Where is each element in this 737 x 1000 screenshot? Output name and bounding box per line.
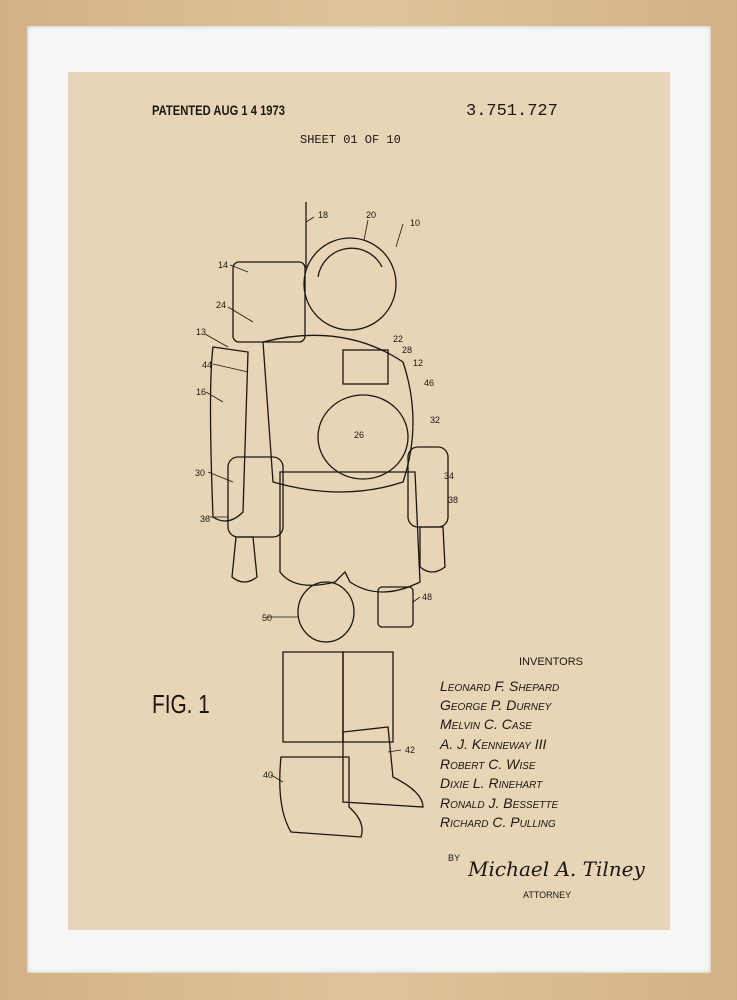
ref-32: 32 [430,415,440,425]
patented-date: PATENTED AUG 1 4 1973 [152,102,285,118]
ref-12: 12 [413,358,423,368]
by-label: BY [448,853,461,863]
inventor-name: Robert C. Wise [440,756,536,772]
ref-16: 16 [196,387,206,397]
ref-20: 20 [366,210,376,220]
ref-34: 34 [444,471,454,481]
inventor-name: Ronald J. Bessette [440,795,559,811]
ref-48: 48 [422,592,432,602]
astronaut-drawing: 18 20 10 14 24 13 22 28 12 44 46 16 32 2… [195,202,458,838]
ref-46: 46 [424,378,434,388]
ref-50: 50 [262,613,272,623]
ref-24: 24 [216,300,226,310]
inventor-name: Richard C. Pulling [440,814,556,830]
ref-38: 38 [448,495,458,505]
ref-36: 36 [200,514,210,524]
ref-10: 10 [410,218,420,228]
sheet-number: SHEET 01 OF 10 [300,133,401,147]
inventor-name: Melvin C. Case [440,716,532,732]
ref-14: 14 [218,260,228,270]
inventor-name: Leonard F. Shepard [440,678,560,694]
figure-label: FIG. 1 [152,689,210,719]
ref-18: 18 [318,210,328,220]
attorney-label: ATTORNEY [523,890,572,900]
ref-13: 13 [196,327,206,337]
patent-print: PATENTED AUG 1 4 1973 3.751.727 SHEET 01… [68,72,670,930]
ref-30: 30 [195,468,205,478]
ref-22: 22 [393,334,403,344]
ref-40: 40 [263,770,273,780]
inventor-name: A. J. Kenneway III [440,736,547,752]
ref-44: 44 [202,360,212,370]
inventor-name: Dixie L. Rinehart [440,775,543,791]
inventor-name: George P. Durney [440,697,552,713]
ref-42: 42 [405,745,415,755]
inventors-heading: INVENTORS [519,656,583,668]
ref-26: 26 [354,430,364,440]
patent-number: 3.751.727 [466,102,558,121]
attorney-signature: Michael A. Tilney [468,857,645,881]
ref-28: 28 [402,345,412,355]
